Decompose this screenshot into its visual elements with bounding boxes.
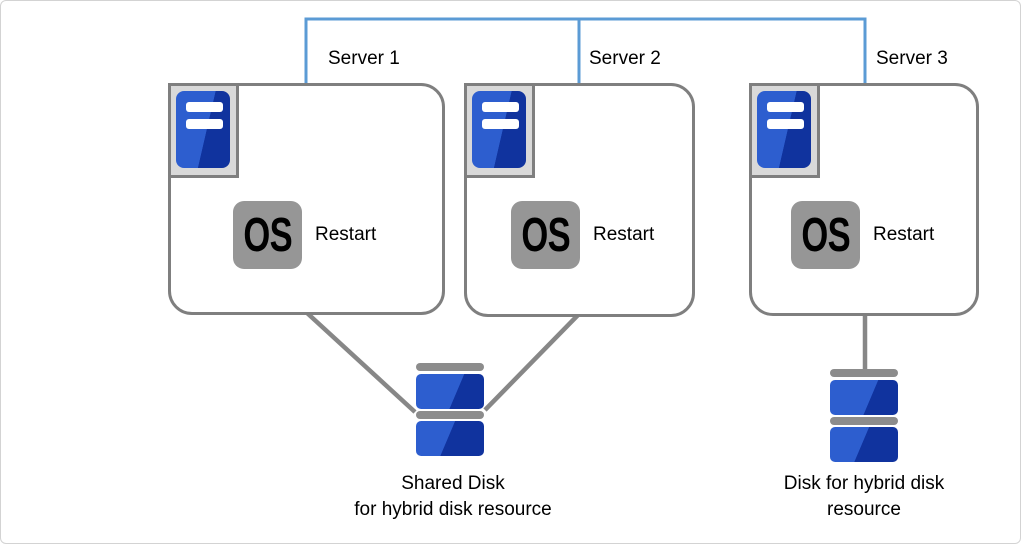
- server-3-label: Server 3: [876, 48, 948, 69]
- network-interconnect-line: [304, 17, 867, 85]
- os-restart-label: Restart: [593, 224, 655, 245]
- server-2-box: [464, 83, 695, 317]
- disk-cap: [830, 369, 898, 377]
- server-3-box: [749, 83, 979, 316]
- os-icon: OS: [791, 201, 860, 269]
- os-icon: OS: [511, 201, 580, 269]
- server-icon-drive-slot: [186, 119, 223, 129]
- os-restart-label: Restart: [873, 224, 935, 245]
- server-icon-drive-slot: [767, 119, 804, 129]
- disk-platter: [830, 427, 898, 462]
- server1-to-shared-disk-line: [304, 310, 417, 414]
- disk-platter: [830, 380, 898, 415]
- disk-cap: [830, 417, 898, 425]
- server-icon-tower: [176, 91, 230, 168]
- server-icon-drive-slot: [482, 102, 519, 112]
- hybrid-disk-caption-line1: Disk for hybrid disk: [783, 473, 945, 494]
- disk-platter: [416, 374, 484, 409]
- os-badge-text: OS: [243, 208, 292, 262]
- server-icon: [464, 83, 535, 178]
- server2-to-shared-disk-line: [483, 312, 581, 412]
- hybrid-disk-caption: Disk for hybrid disk resource: [699, 471, 1020, 523]
- server-2-label: Server 2: [589, 48, 661, 69]
- shared-disk-caption: Shared Disk for hybrid disk resource: [288, 471, 618, 523]
- server-icon-drive-slot: [482, 119, 519, 129]
- server-icon-drive-slot: [767, 102, 804, 112]
- server-icon-drive-slot: [186, 102, 223, 112]
- hybrid-disk-caption-line2: resource: [827, 499, 901, 520]
- server-icon: [749, 83, 820, 178]
- disk-cap: [416, 411, 484, 419]
- hybrid-disk-icon: [830, 369, 898, 462]
- disk-cap: [416, 363, 484, 371]
- shared-disk-caption-line2: for hybrid disk resource: [354, 499, 552, 520]
- os-badge-text: OS: [521, 208, 570, 262]
- server-1-os-row: OS Restart: [233, 201, 376, 269]
- server-1-label: Server 1: [328, 48, 400, 69]
- server-icon-tower: [472, 91, 526, 168]
- server-2-os-row: OS Restart: [511, 201, 654, 269]
- os-icon: OS: [233, 201, 302, 269]
- disk-platter: [416, 421, 484, 456]
- os-restart-label: Restart: [315, 224, 377, 245]
- server-icon-tower: [757, 91, 811, 168]
- server-1-box: [168, 83, 445, 315]
- server-3-os-row: OS Restart: [791, 201, 934, 269]
- shared-disk-caption-line1: Shared Disk: [401, 473, 505, 494]
- os-badge-text: OS: [801, 208, 850, 262]
- server-icon: [168, 83, 239, 178]
- shared-disk-icon: [416, 363, 484, 456]
